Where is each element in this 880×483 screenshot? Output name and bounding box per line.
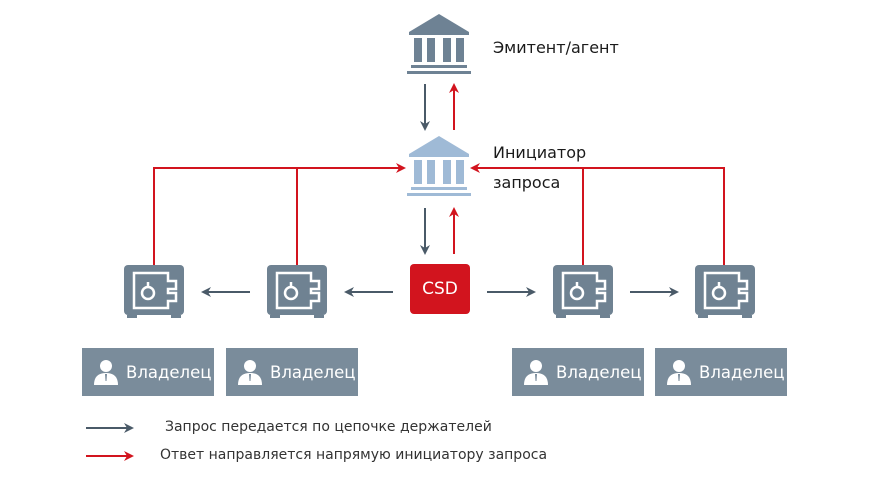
owner-box: Владелец xyxy=(655,348,787,396)
owner-box: Владелец xyxy=(512,348,644,396)
initiator-label-line2: запроса xyxy=(493,173,561,192)
owner-box: Владелец xyxy=(226,348,358,396)
issuer-label: Эмитент/агент xyxy=(493,38,619,57)
owner-label: Владелец xyxy=(126,362,212,382)
user-icon xyxy=(667,360,691,385)
response-line-right xyxy=(470,163,725,265)
legend-request-label: Запрос передается по цепочке держателей xyxy=(165,419,492,435)
safe-icon xyxy=(122,263,186,320)
legend-response-label: Ответ направляется напрямую инициатору з… xyxy=(160,447,548,463)
csd-node: CSD xyxy=(410,264,470,314)
owner-box: Владелец xyxy=(82,348,214,396)
safe-icon xyxy=(693,263,757,320)
csd-label: CSD xyxy=(422,279,458,299)
response-line-left xyxy=(153,163,406,265)
user-icon xyxy=(524,360,548,385)
user-icon xyxy=(238,360,262,385)
owner-label: Владелец xyxy=(556,362,642,382)
initiator-bank-icon xyxy=(407,136,471,196)
initiator-label-line1: Инициатор xyxy=(493,143,587,162)
issuer-bank-icon xyxy=(407,14,471,74)
owner-label: Владелец xyxy=(699,362,785,382)
owner-label: Владелец xyxy=(270,362,356,382)
safe-icon xyxy=(265,263,329,320)
user-icon xyxy=(94,360,118,385)
safe-icon xyxy=(551,263,615,320)
